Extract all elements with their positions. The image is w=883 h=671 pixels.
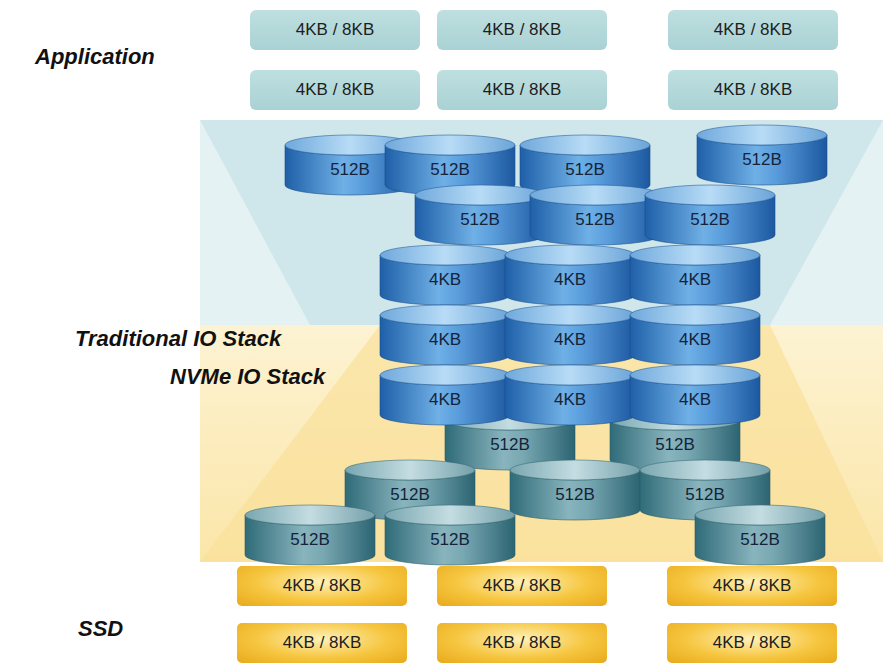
block-size: 512B (490, 435, 530, 455)
block-box: 4KB / 8KB (437, 623, 607, 663)
block-size: 4KB (679, 270, 711, 290)
block-size: 4KB (679, 390, 711, 410)
block-box: 4KB / 8KB (667, 566, 837, 606)
block-size: 4KB (429, 270, 461, 290)
block-size: 4KB / 8KB (283, 633, 361, 653)
block-cylinder: 4KB (505, 365, 635, 425)
block-cylinder: 512B (510, 460, 640, 520)
block-size: 4KB / 8KB (483, 576, 561, 596)
block-cylinder: 4KB (630, 365, 760, 425)
block-size: 4KB (429, 390, 461, 410)
block-cylinder: 512B (645, 185, 775, 245)
block-size: 512B (740, 530, 780, 550)
block-cylinder: 512B (245, 505, 375, 565)
block-box: 4KB / 8KB (437, 70, 607, 110)
block-size: 512B (430, 160, 470, 180)
block-size: 512B (290, 530, 330, 550)
layer-label-box: Application (35, 44, 155, 70)
block-cylinder: 4KB (380, 305, 510, 365)
block-cylinder: 4KB (380, 245, 510, 305)
block-box: 4KB / 8KB (237, 623, 407, 663)
block-size: 512B (330, 160, 370, 180)
block-cylinder: 4KB (630, 245, 760, 305)
block-cylinder: 512B (530, 185, 660, 245)
block-box: 4KB / 8KB (437, 566, 607, 606)
block-cylinder: 4KB (505, 305, 635, 365)
block-size: 512B (390, 485, 430, 505)
block-size: 4KB / 8KB (283, 576, 361, 596)
block-size: 4KB (554, 330, 586, 350)
layer-label: Application (35, 44, 155, 69)
block-cylinder: 512B (695, 505, 825, 565)
block-size: 4KB / 8KB (296, 80, 374, 100)
block-size: 4KB / 8KB (483, 80, 561, 100)
block-size: 4KB (554, 270, 586, 290)
block-size: 512B (575, 210, 615, 230)
layer-label-box: Traditional IO Stack (75, 326, 281, 352)
layer-label-box: SSD (78, 616, 123, 642)
block-size: 4KB / 8KB (714, 80, 792, 100)
block-size: 4KB / 8KB (296, 20, 374, 40)
block-size: 512B (685, 485, 725, 505)
block-box: 4KB / 8KB (437, 10, 607, 50)
block-size: 4KB (554, 390, 586, 410)
block-size: 512B (690, 210, 730, 230)
block-cylinder: 4KB (380, 365, 510, 425)
block-size: 4KB / 8KB (483, 20, 561, 40)
layer-label: SSD (78, 616, 123, 641)
block-size: 4KB / 8KB (714, 20, 792, 40)
layer-label-box: NVMe IO Stack (170, 364, 325, 390)
block-cylinder: 512B (385, 505, 515, 565)
layer-label: Traditional IO Stack (75, 326, 281, 351)
block-size: 4KB / 8KB (483, 633, 561, 653)
block-size: 512B (742, 150, 782, 170)
block-cylinder: 4KB (630, 305, 760, 365)
block-size: 4KB (429, 330, 461, 350)
block-box: 4KB / 8KB (237, 566, 407, 606)
block-box: 4KB / 8KB (667, 623, 837, 663)
block-size: 4KB (679, 330, 711, 350)
block-size: 512B (555, 485, 595, 505)
block-box: 4KB / 8KB (250, 10, 420, 50)
block-box: 4KB / 8KB (668, 10, 838, 50)
block-size: 4KB / 8KB (713, 633, 791, 653)
block-cylinder: 512B (697, 125, 827, 185)
layer-label: NVMe IO Stack (170, 364, 325, 389)
block-size: 512B (655, 435, 695, 455)
block-size: 512B (460, 210, 500, 230)
block-cylinder: 4KB (505, 245, 635, 305)
block-box: 4KB / 8KB (250, 70, 420, 110)
block-size: 4KB / 8KB (713, 576, 791, 596)
block-cylinder: 512B (415, 185, 545, 245)
block-size: 512B (565, 160, 605, 180)
block-size: 512B (430, 530, 470, 550)
block-box: 4KB / 8KB (668, 70, 838, 110)
